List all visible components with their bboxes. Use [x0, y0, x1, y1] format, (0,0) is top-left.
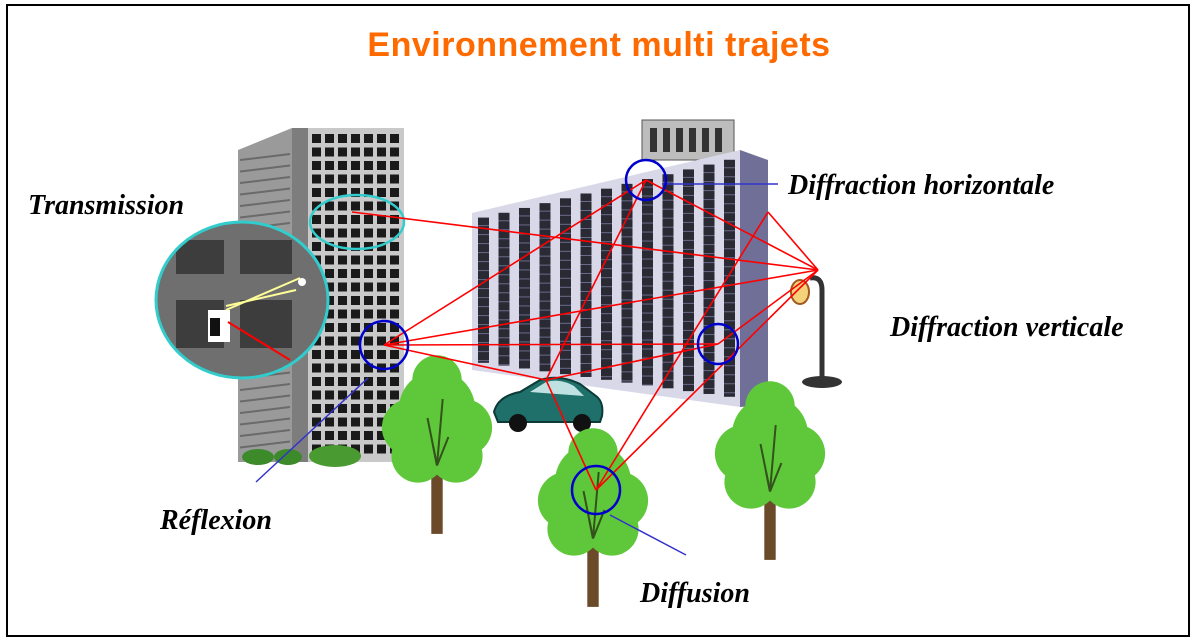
vertical-diffraction-marker [696, 322, 740, 366]
label-diffraction-verticale: Diffraction verticale [890, 312, 1124, 343]
diagram-title: Environnement multi trajets [367, 26, 831, 64]
reflection-marker [358, 319, 410, 371]
leader-lines [255, 183, 778, 556]
marker-circles [358, 158, 740, 516]
transmission-magnifier [154, 220, 330, 380]
transmission-zone [308, 193, 406, 251]
diffusion-marker [570, 464, 622, 516]
label-diffusion: Diffusion [640, 578, 750, 609]
label-transmission: Transmission [28, 190, 185, 221]
street-lamp [790, 275, 842, 388]
right-building [472, 119, 768, 407]
trees [381, 355, 826, 607]
ray-paths [351, 179, 819, 491]
label-reflexion: Réflexion [160, 505, 272, 536]
car [492, 376, 604, 432]
bushes [242, 445, 361, 467]
horizontal-diffraction-marker [624, 158, 668, 202]
label-diffraction-horizontale: Diffraction horizontale [788, 170, 1055, 201]
